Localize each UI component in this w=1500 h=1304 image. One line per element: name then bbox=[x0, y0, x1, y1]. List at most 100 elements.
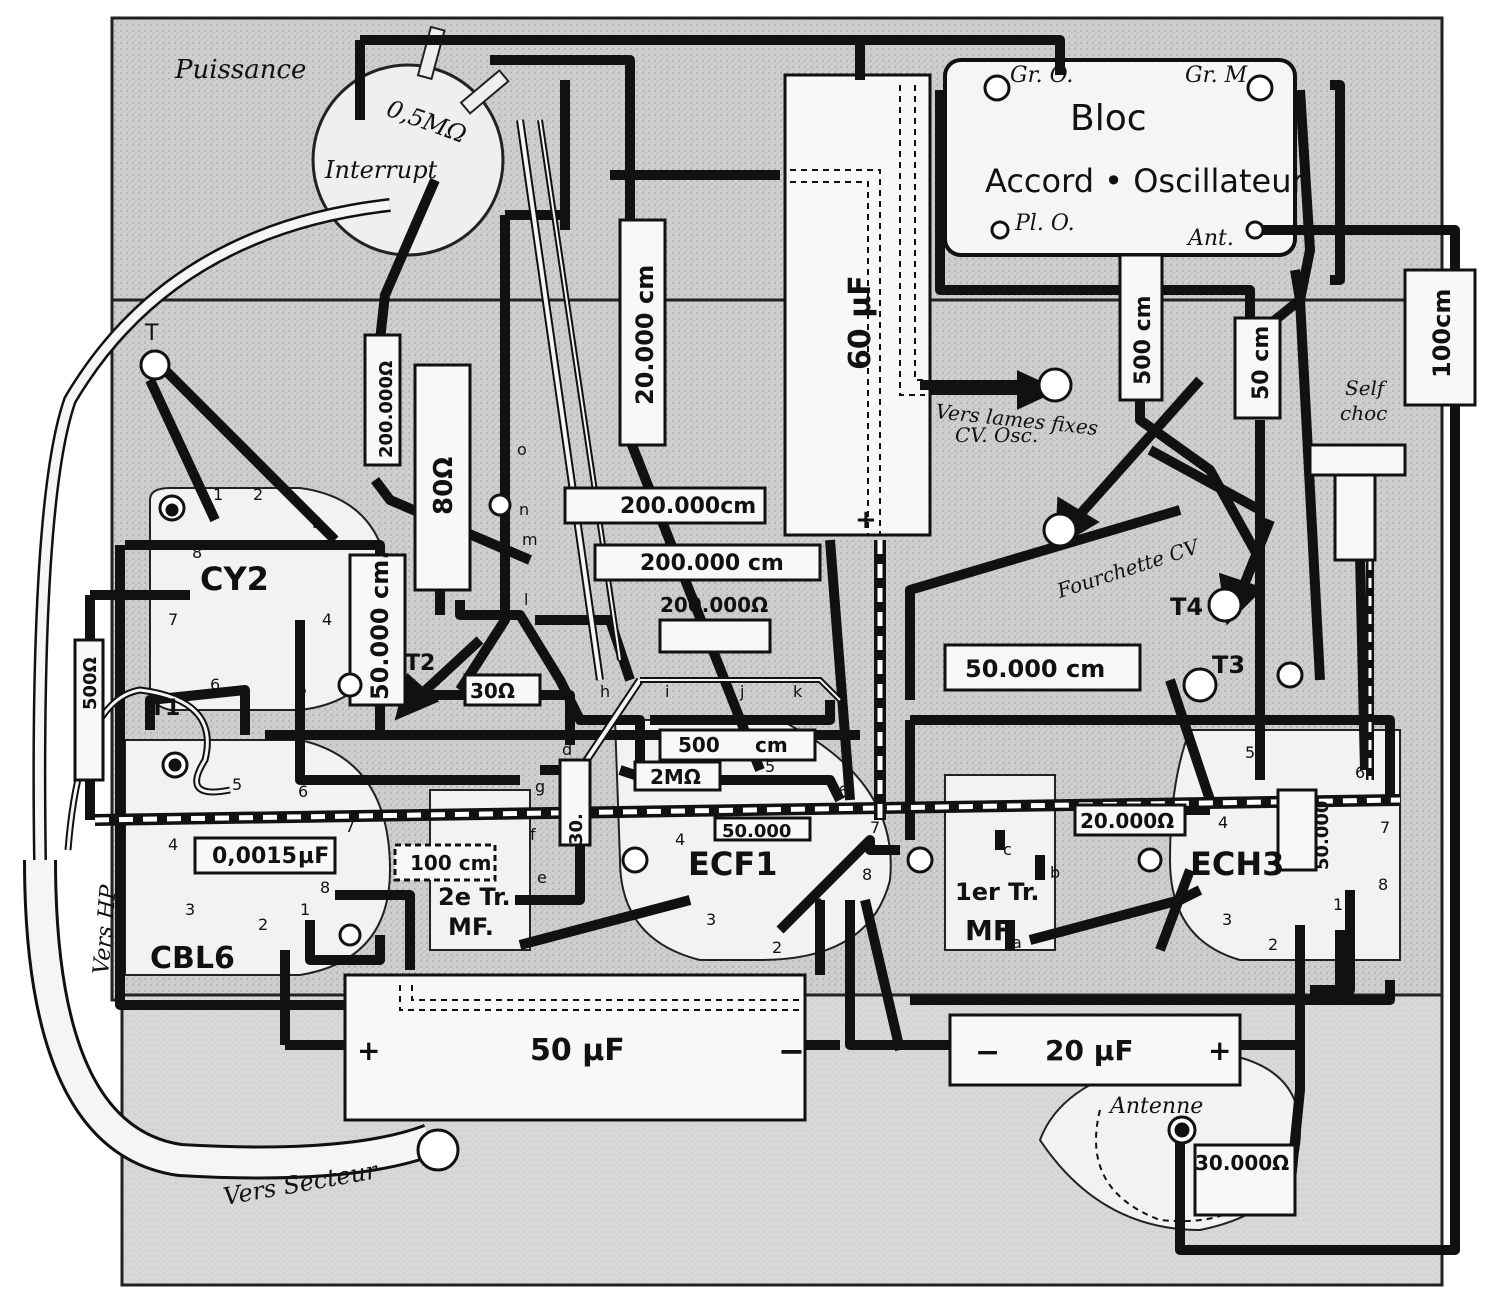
resistor-30000ohm bbox=[1193, 1143, 1297, 1217]
val-50uf-minus: − bbox=[778, 1032, 805, 1070]
resistor-500ohm bbox=[73, 638, 105, 782]
svg-text:i: i bbox=[665, 682, 669, 701]
label-t2: T2 bbox=[405, 651, 435, 676]
dashed-shield-lines bbox=[399, 85, 1281, 1223]
val-50000cm-b: 50.000 cm bbox=[965, 655, 1105, 683]
val-200000cm-a: 200.000cm bbox=[620, 494, 756, 519]
label-t1: T1 bbox=[150, 696, 180, 721]
capacitor-100cm-r bbox=[1403, 268, 1477, 407]
svg-text:4: 4 bbox=[1218, 813, 1228, 832]
val-uf: µF bbox=[298, 844, 329, 869]
bloc-gr-o: Gr. O. bbox=[1010, 63, 1073, 88]
val-20000cm: 20.000 cm bbox=[631, 265, 659, 405]
label-t4: T4 bbox=[1170, 593, 1203, 621]
svg-text:1: 1 bbox=[300, 900, 310, 919]
capacitor-50000-vert bbox=[1276, 788, 1318, 872]
val-80ohm: 80Ω bbox=[429, 457, 459, 515]
label-t: T bbox=[144, 321, 159, 346]
capacitor-200000cm-a bbox=[563, 486, 767, 525]
svg-text:8: 8 bbox=[192, 543, 202, 562]
svg-text:1: 1 bbox=[1333, 895, 1343, 914]
val-50cm: 50 cm bbox=[1249, 326, 1274, 400]
tr1-line1: 1er Tr. bbox=[955, 878, 1039, 906]
resistor-2mohm bbox=[633, 760, 722, 792]
svg-text:7: 7 bbox=[870, 818, 880, 837]
terminals-and-holes bbox=[139, 74, 1304, 1172]
capacitor-20000cm bbox=[618, 218, 667, 447]
capacitor-500cm-r bbox=[1118, 253, 1164, 402]
svg-text:5: 5 bbox=[765, 757, 775, 776]
label-t3: T3 bbox=[1212, 651, 1245, 679]
pot-interrupt-label: Interrupt bbox=[324, 156, 438, 184]
val-30000ohm: 30.000Ω bbox=[1195, 1151, 1289, 1175]
val-50000-small: 50.000 bbox=[722, 821, 791, 842]
svg-text:5: 5 bbox=[1245, 743, 1255, 762]
val-20uf: 20 µF bbox=[1045, 1034, 1133, 1067]
tr1-line2: MF bbox=[965, 914, 1012, 947]
svg-text:3: 3 bbox=[185, 900, 195, 919]
val-30: 30. bbox=[566, 813, 587, 845]
striped-bus-lines bbox=[94, 540, 1401, 871]
resistor-20000ohm bbox=[1073, 803, 1187, 837]
terminal-t bbox=[139, 349, 171, 381]
tube-ech3: ECH3 bbox=[1190, 845, 1284, 883]
val-200k: 200.000Ω bbox=[376, 361, 397, 458]
capacitor-0015uf bbox=[193, 836, 337, 875]
val-200000ohm: 200.000Ω bbox=[660, 593, 768, 617]
bloc-gr-m: Gr. M bbox=[1185, 63, 1248, 88]
svg-text:6: 6 bbox=[210, 675, 220, 694]
choc-label: choc bbox=[1340, 401, 1387, 425]
val-2mohm: 2MΩ bbox=[650, 765, 701, 789]
svg-text:e: e bbox=[537, 868, 547, 887]
self-choc bbox=[1308, 443, 1407, 477]
val-50uf-plus: + bbox=[357, 1034, 380, 1067]
svg-text:h: h bbox=[600, 682, 610, 701]
val-100cm: 100 cm bbox=[410, 851, 491, 875]
val-60uf: 60 µF bbox=[843, 275, 878, 370]
puissance-label: Puissance bbox=[174, 55, 306, 85]
capacitor-500cm bbox=[658, 728, 817, 762]
svg-text:b: b bbox=[1050, 863, 1060, 882]
svg-text:2: 2 bbox=[1268, 935, 1278, 954]
antenne-label: Antenne bbox=[1108, 1094, 1203, 1119]
capacitor-50000-small bbox=[713, 816, 812, 842]
svg-text:5: 5 bbox=[232, 775, 242, 794]
svg-text:3: 3 bbox=[312, 513, 322, 532]
resistor-200000ohm bbox=[658, 618, 772, 654]
svg-text:8: 8 bbox=[862, 865, 872, 884]
svg-text:1: 1 bbox=[815, 895, 825, 914]
capacitor-100cm bbox=[393, 843, 497, 882]
svg-text:n: n bbox=[519, 500, 529, 519]
tube-ecf1: ECF1 bbox=[688, 845, 777, 883]
val-200000cm-b: 200.000 cm bbox=[640, 551, 784, 576]
val-60uf-plus: + bbox=[855, 505, 877, 535]
svg-text:m: m bbox=[522, 530, 538, 549]
val-50000cm-a: 50.000 cm. bbox=[366, 551, 394, 700]
svg-text:8: 8 bbox=[1378, 875, 1388, 894]
svg-text:a: a bbox=[1012, 933, 1022, 952]
val-20uf-minus: − bbox=[975, 1035, 1000, 1070]
val-50000-vert: 50.000 bbox=[1312, 801, 1333, 870]
svg-text:4: 4 bbox=[675, 830, 685, 849]
svg-text:l: l bbox=[524, 590, 528, 609]
svg-text:4: 4 bbox=[322, 610, 332, 629]
val-0015: 0,0015 bbox=[212, 844, 297, 869]
terminal-t4 bbox=[1207, 587, 1243, 623]
svg-text:o: o bbox=[517, 440, 527, 459]
svg-text:g: g bbox=[535, 777, 545, 796]
svg-text:7: 7 bbox=[1380, 818, 1390, 837]
svg-text:7: 7 bbox=[168, 610, 178, 629]
tube-cy2: CY2 bbox=[200, 560, 269, 598]
val-500: 500 bbox=[678, 733, 720, 757]
svg-text:8: 8 bbox=[320, 878, 330, 897]
svg-text:6: 6 bbox=[838, 782, 848, 801]
svg-text:6: 6 bbox=[1355, 763, 1365, 782]
svg-text:j: j bbox=[739, 682, 744, 701]
tr2-line1: 2e Tr. bbox=[438, 883, 511, 911]
val-30ohm: 30Ω bbox=[470, 679, 515, 703]
val-500cm: 500 cm bbox=[1131, 295, 1156, 385]
val-50uf: 50 µF bbox=[530, 1033, 625, 1068]
svg-text:c: c bbox=[1003, 840, 1012, 859]
tr2-line2: MF. bbox=[448, 913, 494, 941]
